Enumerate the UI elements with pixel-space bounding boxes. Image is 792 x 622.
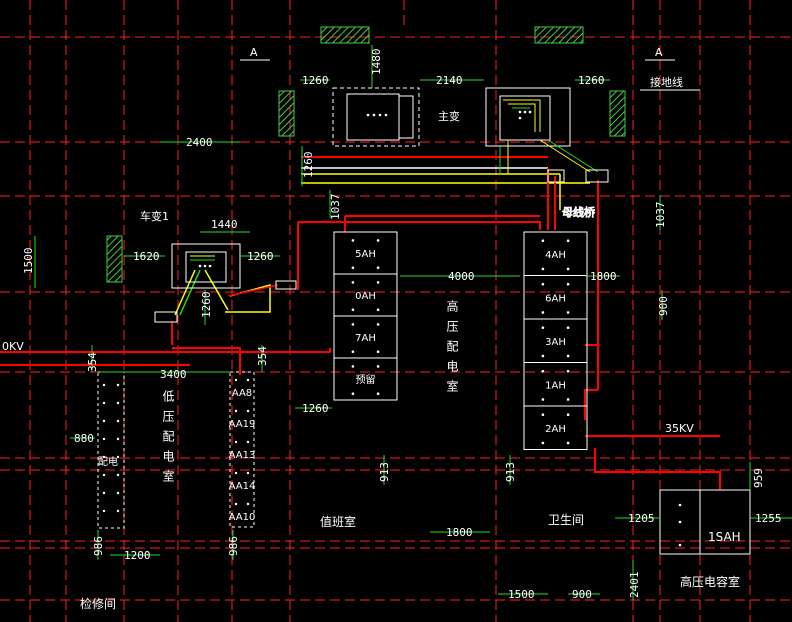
dim-1037-a: 1037 (329, 194, 342, 221)
dim-1200: 1200 (124, 549, 151, 562)
dim-1255: 1255 (755, 512, 782, 525)
dim-1500: 1500 (22, 248, 35, 275)
hv-cabinet: 0AH (333, 273, 398, 317)
hv-cabinets-left: 5AH 0AH 7AH 预留 (333, 231, 398, 401)
dim-2140: 2140 (436, 74, 463, 87)
capacitor-cabinet-label: 1SAH (708, 530, 741, 544)
dim-1260-f: 1260 (302, 402, 329, 415)
dim-1260-b: 1260 (578, 74, 605, 87)
hv-cabinet: 6AH (523, 275, 588, 320)
dim-1800-b: 1800 (446, 526, 473, 539)
lv-cabinet-label: AA14 (229, 481, 256, 492)
dim-900-a: 900 (657, 296, 670, 316)
dim-2400: 2400 (186, 136, 213, 149)
dim-913-a: 913 (378, 462, 391, 482)
dim-900-b: 900 (572, 588, 592, 601)
hv-cabinet: 4AH (523, 231, 588, 276)
dim-4000: 4000 (448, 270, 475, 283)
dim-1500-b: 1500 (508, 588, 535, 601)
dim-354-b: 354 (256, 346, 269, 366)
repair-room-label: 检修间 (80, 596, 116, 611)
hv-cabinet: 3AH (523, 318, 588, 363)
hv-cabinet-label: 3AH (545, 337, 566, 348)
duty-room-label: 值班室 (320, 514, 356, 529)
dim-3400: 3400 (160, 368, 187, 381)
dimension-lines (34, 45, 792, 600)
hv-cabinet: 7AH (333, 315, 398, 359)
hv-cabinet-label: 预留 (356, 373, 376, 386)
dim-1620: 1620 (133, 250, 160, 263)
hv-cabinet: 预留 (333, 357, 398, 401)
lv-left-panel: 配电 (97, 371, 125, 529)
hv-cabinet: 2AH (523, 405, 588, 450)
hv-cabinet-label: 1AH (545, 380, 566, 391)
hv-cabinet-label: 2AH (545, 424, 566, 435)
dim-1260-e: 1260 (200, 292, 213, 319)
dim-986-b: 986 (227, 536, 240, 556)
lv-cabinet: AA19 (229, 409, 256, 430)
dim-1440: 1440 (211, 218, 238, 231)
incoming-left-label: 0KV (2, 340, 24, 353)
hv-room-label: 高压配电室 (445, 299, 459, 400)
grounding-note: 接地线 (650, 75, 683, 89)
dim-1480: 1480 (370, 49, 383, 76)
main-transformer: 主变 (332, 87, 460, 147)
dim-959: 959 (752, 468, 765, 488)
hatched-walls (106, 26, 626, 283)
capacitor-bank: 1SAH (659, 489, 751, 555)
dimension-labels: 1260 1480 2140 1260 2400 1260 1440 1500 … (22, 49, 782, 602)
hv-cabinet-label: 0AH (355, 291, 376, 302)
dim-1205: 1205 (628, 512, 655, 525)
dim-1037-b: 1037 (654, 202, 667, 229)
lv-cabinet-label: AA8 (232, 388, 252, 399)
lv-cabinet: AA14 (229, 471, 256, 492)
section-marks: A A (240, 46, 675, 61)
section-mark-right: A (655, 46, 663, 59)
room-labels: 高压配电室 低压配电室 值班室 卫生间 检修间 高压电容室 (80, 299, 740, 611)
toilet-label: 卫生间 (548, 513, 584, 527)
dim-1800-a: 1800 (590, 270, 617, 283)
lv-left-panel-label: 配电 (98, 455, 118, 468)
incoming-right-label: 35KV (665, 422, 694, 435)
hv-cabinets-right: 4AH 6AH 3AH 1AH 2AH (523, 231, 588, 450)
aux-transformer: 车变1 (140, 209, 241, 289)
cable-box-label: 母线桥 (562, 205, 595, 219)
lv-cabinet-label: AA10 (229, 512, 256, 523)
hv-cabinet-label: 6AH (545, 293, 566, 304)
cable-runs (0, 139, 721, 490)
dim-1260-c: 1260 (302, 152, 315, 179)
lv-cabinet: AA8 (232, 378, 252, 399)
main-transformer-label: 主变 (438, 109, 460, 123)
lv-cabinet-label: AA13 (229, 450, 256, 461)
dim-913-b: 913 (504, 462, 517, 482)
lv-cabinet-label: AA19 (229, 419, 256, 430)
dim-986-a: 986 (92, 536, 105, 556)
dim-880: 880 (74, 432, 94, 445)
hv-cabinet-label: 5AH (355, 249, 376, 260)
cable-terminals: 母线桥 (154, 169, 609, 323)
hv-cabinet-label: 7AH (355, 333, 376, 344)
hv-cabinet: 5AH (333, 231, 398, 275)
hv-cabinet-label: 4AH (545, 250, 566, 261)
dim-2401: 2401 (628, 572, 641, 599)
transformer-right: 接地线 (485, 75, 700, 147)
dim-354-a: 354 (86, 352, 99, 372)
hv-cabinet: 1AH (523, 362, 588, 407)
section-mark-left: A (250, 46, 258, 59)
incoming-feeders: 0KV 35KV (2, 340, 694, 435)
lv-room-label: 低压配电室 (161, 390, 175, 490)
capacitor-room-label: 高压电容室 (680, 574, 740, 589)
dim-1260-a: 1260 (302, 74, 329, 87)
aux-transformer-label: 车变1 (140, 209, 169, 223)
lv-cabinet: AA10 (229, 502, 256, 523)
dim-1260-d: 1260 (247, 250, 274, 263)
lv-cabinet: AA13 (229, 440, 256, 461)
